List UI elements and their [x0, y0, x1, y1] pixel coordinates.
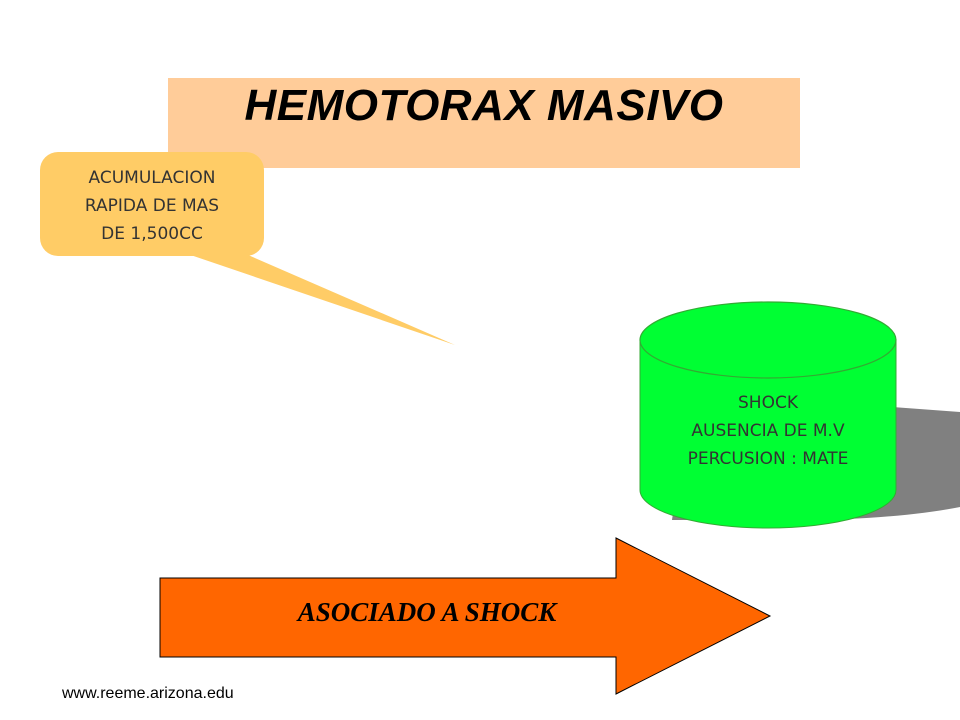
callout-text: ACUMULACION RAPIDA DE MAS DE 1,500CC: [40, 164, 264, 248]
title-banner: [168, 78, 800, 168]
cylinder-top: [639, 301, 897, 379]
callout-line: ACUMULACION: [88, 168, 216, 188]
arrow-label: ASOCIADO A SHOCK: [297, 597, 557, 627]
cylinder-line: PERCUSION : MATE: [687, 449, 849, 469]
footer-url[interactable]: www.reeme.arizona.edu: [62, 685, 234, 702]
cylinder-text: SHOCK AUSENCIA DE M.V PERCUSION : MATE: [640, 389, 896, 473]
cylinder-shape: [639, 301, 897, 529]
cylinder-line: AUSENCIA DE M.V: [691, 421, 845, 441]
block-arrow: [159, 537, 772, 695]
callout-bubble: [40, 152, 455, 345]
callout-pointer: [170, 248, 455, 345]
callout-box: [40, 152, 264, 256]
callout-line: RAPIDA DE MAS: [84, 196, 220, 216]
cylinder-line: SHOCK: [738, 393, 798, 413]
callout-line: DE 1,500CC: [101, 224, 203, 244]
slide-title: HEMOTORAX MASIVO: [244, 81, 724, 130]
cylinder-body: [639, 339, 897, 529]
